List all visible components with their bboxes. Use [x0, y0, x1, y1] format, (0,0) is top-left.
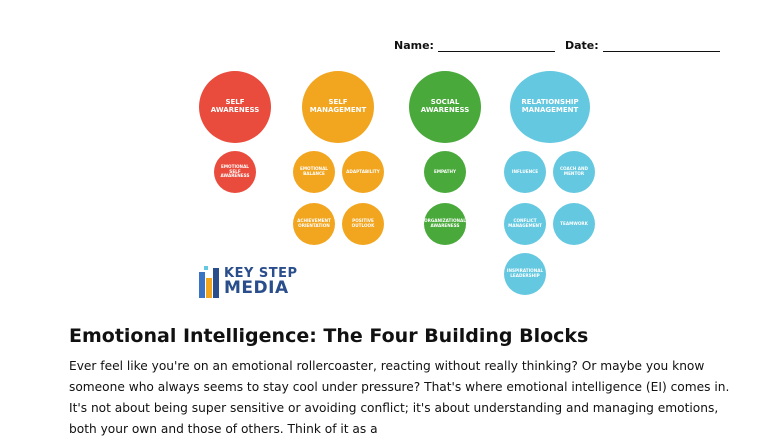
empathy-label: EMPATHY	[433, 168, 457, 174]
adaptability-circle: ADAPTABILITY	[342, 151, 384, 193]
positive-outlook-label: POSITIVE OUTLOOK	[351, 218, 375, 228]
teamwork-circle: TEAMWORK	[553, 203, 595, 245]
influence-label: INFLUENCE	[511, 168, 539, 174]
emotional-self-awareness-label: EMOTIONAL SELF AWARENESS	[220, 164, 250, 179]
inspirational-leadership-label: INSPIRATIONAL LEADERSHIP	[506, 268, 544, 278]
emotional-balance-label: EMOTIONAL BALANCE	[300, 166, 328, 176]
date-label: Date:	[565, 39, 599, 52]
relationship-management-label: RELATIONSHIP MANAGEMENT	[521, 98, 579, 114]
teamwork-label: TEAMWORK	[560, 220, 588, 226]
social-awareness-circle: SOCIAL AWARENESS	[409, 71, 481, 143]
logo-steps-icon	[199, 266, 219, 298]
key-step-media-logo: KEY STEP MEDIA	[199, 266, 298, 298]
organizational-awareness-label: ORGANIZATIONAL AWARENESS	[424, 218, 466, 228]
name-label: Name:	[394, 39, 434, 52]
article-title: Emotional Intelligence: The Four Buildin…	[69, 325, 589, 347]
empathy-circle: EMPATHY	[424, 151, 466, 193]
achievement-orientation-label: ACHIEVEMENT ORIENTATION	[297, 218, 331, 228]
emotional-balance-circle: EMOTIONAL BALANCE	[293, 151, 335, 193]
self-awareness-circle: SELF AWARENESS	[199, 71, 271, 143]
social-awareness-label: SOCIAL AWARENESS	[420, 98, 470, 114]
adaptability-label: ADAPTABILITY	[346, 168, 380, 174]
positive-outlook-circle: POSITIVE OUTLOOK	[342, 203, 384, 245]
date-field[interactable]: Date:	[565, 39, 720, 52]
name-field[interactable]: Name:	[394, 39, 555, 52]
organizational-awareness-circle: ORGANIZATIONAL AWARENESS	[424, 203, 466, 245]
emotional-self-awareness-circle: EMOTIONAL SELF AWARENESS	[214, 151, 256, 193]
self-awareness-label: SELF AWARENESS	[210, 98, 260, 114]
coach-and-mentor-circle: COACH AND MENTOR	[553, 151, 595, 193]
date-line[interactable]	[602, 41, 720, 52]
conflict-management-label: CONFLICT MANAGEMENT	[508, 218, 542, 228]
influence-circle: INFLUENCE	[504, 151, 546, 193]
inspirational-leadership-circle: INSPIRATIONAL LEADERSHIP	[504, 253, 546, 295]
logo-line1: KEY STEP	[224, 266, 298, 281]
relationship-management-circle: RELATIONSHIP MANAGEMENT	[510, 71, 590, 143]
self-management-circle: SELF MANAGEMENT	[302, 71, 374, 143]
article-paragraph: Ever feel like you're on an emotional ro…	[69, 359, 730, 436]
conflict-management-circle: CONFLICT MANAGEMENT	[504, 203, 546, 245]
logo-line2: MEDIA	[224, 278, 289, 298]
achievement-orientation-circle: ACHIEVEMENT ORIENTATION	[293, 203, 335, 245]
coach-and-mentor-label: COACH AND MENTOR	[559, 166, 589, 176]
name-line[interactable]	[437, 41, 555, 52]
logo-text: KEY STEP MEDIA	[224, 267, 298, 297]
self-management-label: SELF MANAGEMENT	[309, 98, 367, 114]
